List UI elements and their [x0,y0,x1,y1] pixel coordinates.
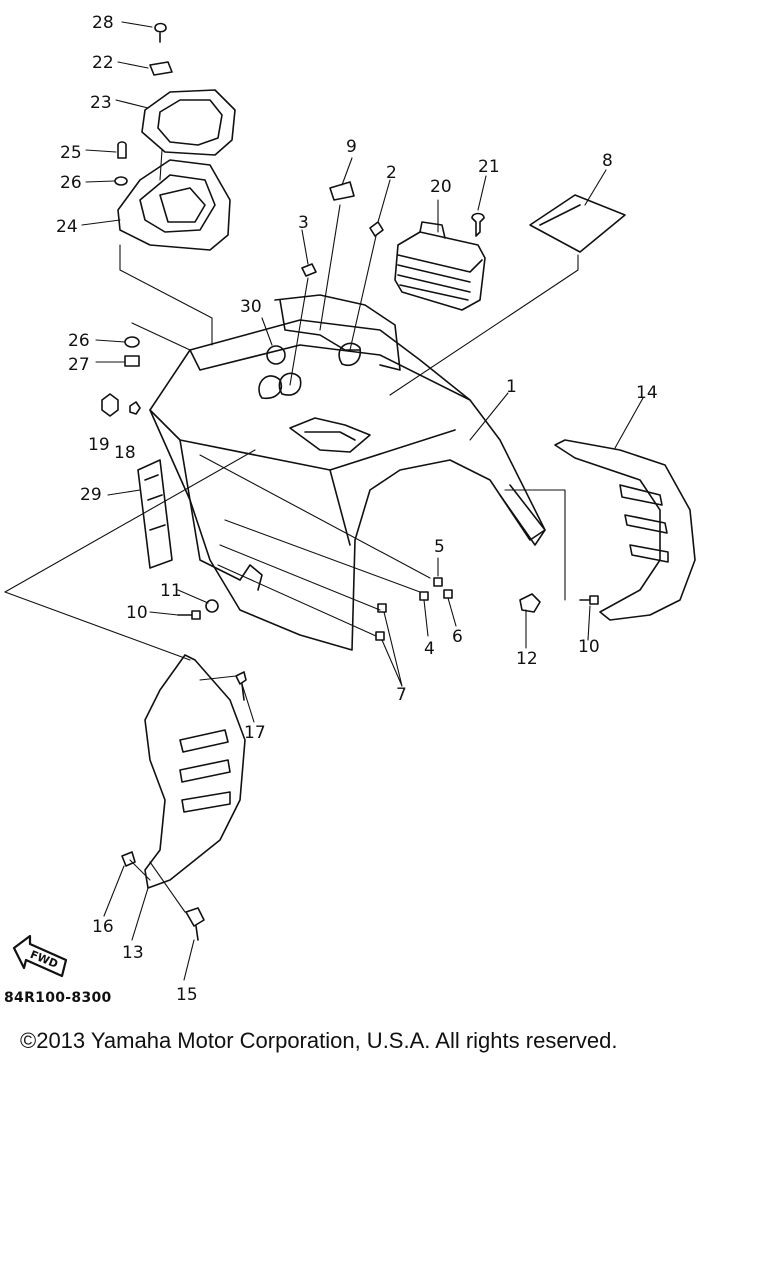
bolt-25 [117,141,127,159]
bolt-17 [235,671,247,701]
lid-crease [539,204,581,226]
callout-5: 5 [434,537,445,557]
clip-6 [443,589,453,599]
callout-24: 22 [92,53,114,73]
callout-19: 19 [88,435,110,455]
nut-19 [101,393,119,417]
bolt-10-right [579,595,599,605]
side-cover-14 [554,439,696,621]
callout-9: 9 [346,137,357,157]
callout-6: 6 [452,627,463,647]
callout-10-right: 10 [578,637,600,657]
grommet-26-top [114,176,128,186]
battery-box-20 [394,221,486,311]
clip-3 [301,263,317,277]
bracket-29 [137,459,173,569]
callout-8: 8 [602,151,613,171]
front-fender-body [149,294,546,651]
fwd-arrow-icon: FWD [12,934,68,978]
nut-12 [519,593,541,613]
callout-leaders [81,21,644,981]
callout-18: 18 [114,443,136,463]
callout-13: 13 [122,943,144,963]
nut-11 [205,599,219,613]
callouts: 28 22 23 25 26 24 26 27 19 18 29 9 2 3 2… [56,13,658,1005]
callout-4: 4 [424,639,435,659]
callout-30: 30 [240,297,262,317]
pad-24 [149,61,173,76]
callout-28: 28 [92,13,114,33]
callout-2: 2 [386,163,397,183]
washer-26 [124,336,140,348]
assembly-lines [4,149,579,913]
callout-16: 16 [92,917,114,937]
drawing-code: 84R100-8300 [4,990,112,1006]
callout-1: 1 [506,377,517,397]
callout-26: 26 [60,173,82,193]
copyright-notice: ©2013 Yamaha Motor Corporation, U.S.A. A… [20,1028,618,1053]
callout-25: 25 [60,143,82,163]
callout-7: 7 [396,685,407,705]
cover-cap-23 [141,89,236,156]
callout-27: 27 [68,355,90,375]
callout-22: 24 [56,217,78,237]
callout-26-b: 26 [68,331,90,351]
strip-9 [329,181,355,201]
clip-4 [419,591,429,601]
callout-3: 3 [298,213,309,233]
callout-12: 12 [516,649,538,669]
callout-17: 17 [244,723,266,743]
callout-20: 20 [430,177,452,197]
callout-14: 14 [636,383,658,403]
battery-lid-8 [529,194,626,253]
clip-5 [433,577,443,587]
grommet-30 [266,345,286,365]
callout-15: 15 [176,985,198,1005]
callout-10-left: 10 [126,603,148,623]
collar-27 [124,355,140,367]
callout-11: 11 [160,581,182,601]
clip-2 [369,221,384,237]
nut-18 [129,401,141,415]
callout-29: 29 [80,485,102,505]
tank-cover-22 [117,159,231,251]
bolt-15 [185,907,205,941]
callout-21: 21 [478,157,500,177]
side-cover-13 [144,654,246,889]
parts-exploded-diagram: 28 22 23 25 26 24 26 27 19 18 29 9 2 3 2… [4,13,696,1005]
screw-21 [471,212,485,237]
screw-28 [154,22,167,43]
callout-23: 23 [90,93,112,113]
collar-16 [121,851,136,867]
bolt-10-left [177,610,201,620]
